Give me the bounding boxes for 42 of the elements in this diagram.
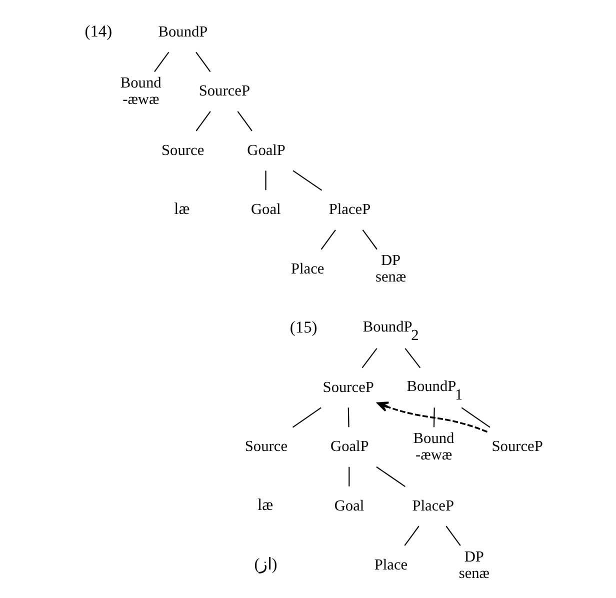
connector [237,111,252,132]
node-text: BoundP [158,23,208,40]
connector [265,170,266,190]
connector [376,466,406,487]
label: (از) [254,554,278,574]
connector [292,407,322,428]
node-text: SourceP [198,82,250,100]
node-text: DP senæ [375,252,406,286]
connector [404,526,420,546]
node-text: Goal [334,497,364,514]
label: (14) [84,21,112,40]
node-text: Source [162,142,204,159]
connector [348,466,350,486]
connector [196,52,211,72]
label: læ [258,495,274,514]
connector [292,170,322,191]
connector [404,348,421,368]
node-text: SourceP [492,438,543,456]
node-text: DP senæ [458,548,490,582]
connector [154,52,170,72]
connector [461,407,490,428]
label: læ [174,198,190,218]
node-text: Bound -æwæ [120,74,162,108]
node-text: Goal [250,201,281,218]
connector [433,408,435,428]
node-text: Place [374,556,408,574]
connector [320,230,336,250]
connector [348,408,350,428]
node-text: GoalP [330,438,369,456]
node-text: Place [290,260,324,278]
connector [196,111,211,132]
connector [446,526,461,546]
node-text: SourceP [322,378,374,396]
connector [362,230,378,250]
connector [362,348,378,368]
node-text: Bound -æwæ [413,430,454,464]
label: (15) [290,317,318,336]
node-text: GoalP [247,142,286,159]
node-text: Source [244,438,288,456]
node-text: PlaceP [412,497,454,514]
node-text: PlaceP [328,201,371,218]
arrow [376,402,488,433]
